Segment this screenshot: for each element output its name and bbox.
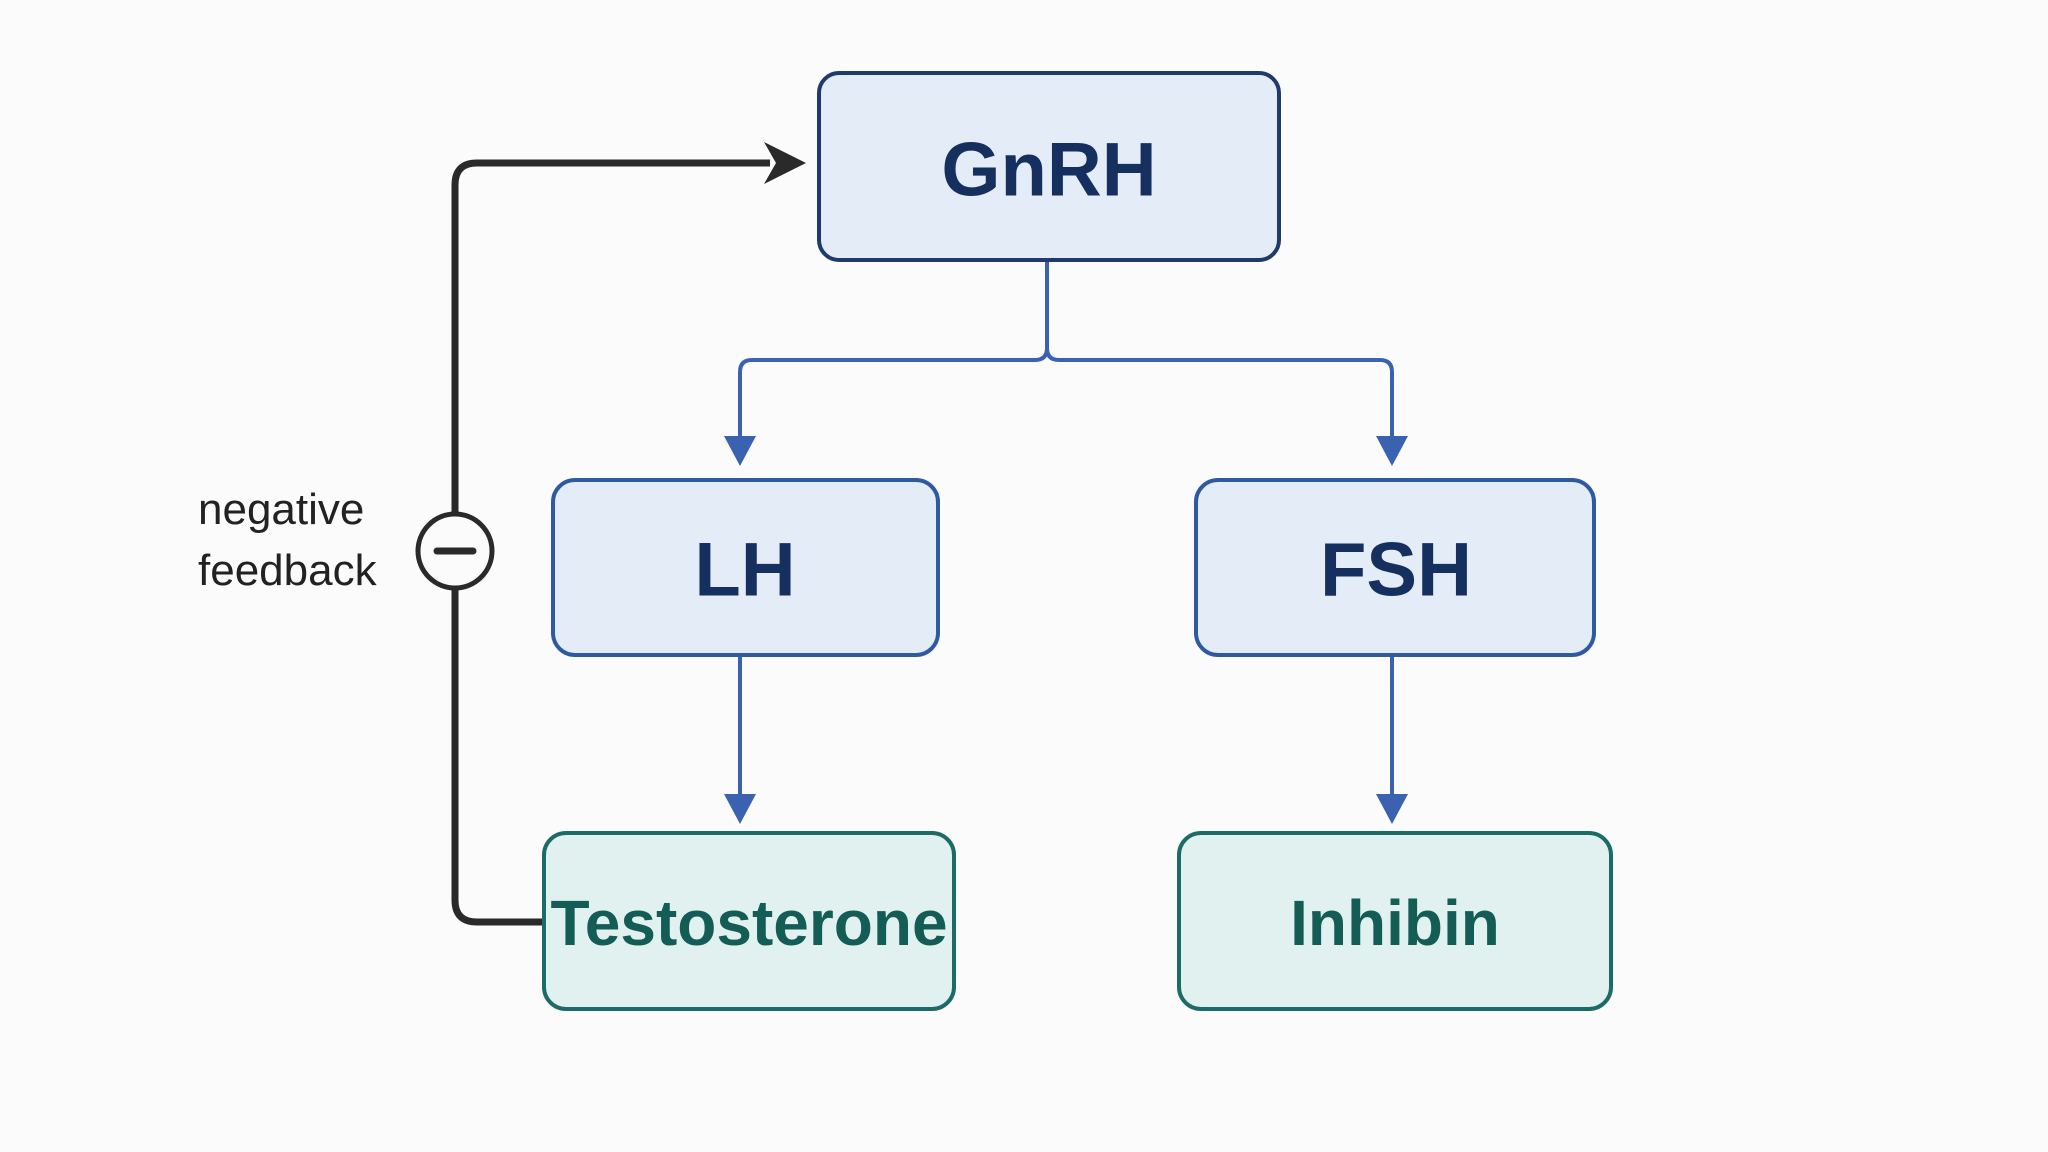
node-lh: LH (551, 478, 940, 657)
node-fsh-label: FSH (1320, 528, 1472, 613)
connector-gnrh-stem (738, 262, 1049, 440)
arrowhead-to-lh (724, 436, 756, 466)
feedback-label-line2: feedback (198, 546, 378, 595)
node-fsh: FSH (1194, 478, 1596, 657)
node-testosterone: Testosterone (542, 831, 956, 1011)
node-inhibin-label: Inhibin (1290, 887, 1500, 959)
arrowhead-to-testosterone (724, 794, 756, 824)
node-gnrh-label: GnRH (941, 128, 1156, 213)
arrowhead-to-inhibin (1376, 794, 1408, 824)
feedback-arrowhead (764, 142, 806, 184)
node-testosterone-label: Testosterone (550, 887, 947, 959)
arrowhead-to-fsh (1376, 436, 1408, 466)
connector-gnrh-to-fsh (1045, 347, 1394, 440)
minus-circle-icon (415, 511, 495, 591)
node-gnrh: GnRH (817, 71, 1281, 262)
feedback-label-line1: negative (198, 485, 364, 534)
node-lh-label: LH (694, 528, 795, 613)
node-inhibin: Inhibin (1177, 831, 1613, 1011)
